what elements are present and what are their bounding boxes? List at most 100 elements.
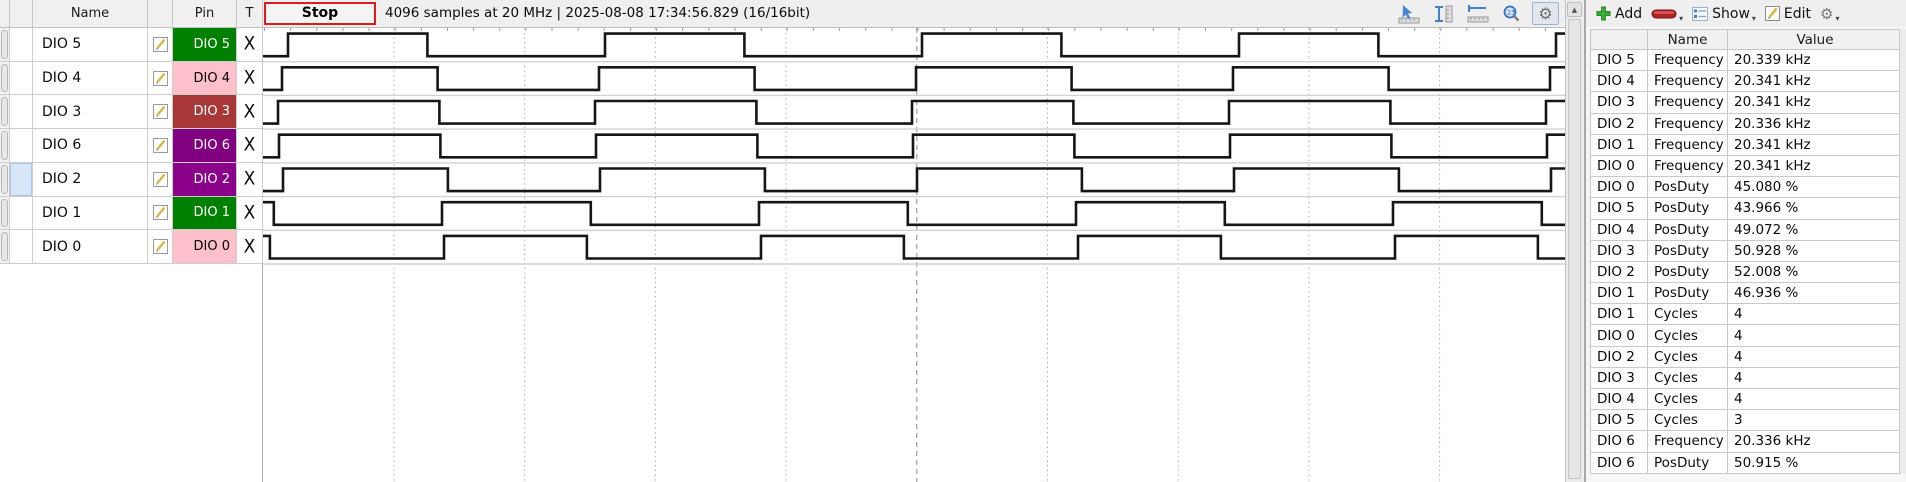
add-measurement-button[interactable]: Add [1596, 6, 1642, 22]
row-grip[interactable] [0, 196, 10, 230]
trigger-cell[interactable]: X [237, 95, 263, 129]
measurement-row[interactable]: DIO 1 PosDuty 46.936 % [1590, 283, 1901, 305]
vertical-cursor-icon[interactable] [1430, 2, 1457, 25]
row-grip[interactable] [0, 162, 10, 196]
row-grip[interactable] [0, 129, 10, 162]
measurement-row[interactable]: DIO 1 Cycles 4 [1590, 304, 1901, 326]
note-icon[interactable] [148, 196, 173, 230]
chevron-down-icon[interactable]: ▾ [1679, 13, 1684, 23]
edit-measurements-button[interactable]: Edit [1764, 6, 1811, 22]
horizontal-cursor-icon[interactable] [1464, 2, 1491, 25]
trigger-cell[interactable]: X [237, 230, 263, 263]
zoom-icon[interactable]: 23 [1498, 2, 1525, 25]
row-select-cell[interactable] [10, 28, 33, 61]
pin-badge[interactable]: DIO 3 [173, 95, 237, 129]
measurement-row[interactable]: DIO 4 Cycles 4 [1590, 389, 1901, 411]
row-select-cell[interactable] [10, 95, 33, 129]
pin-badge[interactable]: DIO 0 [173, 230, 237, 263]
row-grip[interactable] [0, 61, 10, 95]
channel-name[interactable]: DIO 5 [33, 28, 148, 61]
measurement-row[interactable]: DIO 3 Cycles 4 [1590, 367, 1901, 389]
measurements-options-button[interactable]: ⚙ ▾ [1820, 5, 1839, 23]
channel-name[interactable]: DIO 1 [33, 196, 148, 230]
channel-name[interactable]: DIO 2 [33, 162, 148, 196]
col-value[interactable]: Value [1796, 31, 1834, 48]
channel-row: DIO 4 DIO 4 X [0, 61, 263, 96]
measurement-row[interactable]: DIO 0 Cycles 4 [1590, 325, 1901, 347]
col-channel[interactable] [1591, 30, 1648, 49]
measurement-row[interactable]: DIO 2 PosDuty 52.008 % [1590, 261, 1901, 284]
pin-badge[interactable]: DIO 5 [173, 28, 237, 61]
header-name[interactable]: Name [33, 0, 148, 27]
chevron-down-icon[interactable]: ▾ [1835, 13, 1840, 23]
measurement-name: PosDuty [1648, 283, 1728, 304]
pin-badge[interactable]: DIO 2 [173, 162, 237, 196]
row-grip[interactable] [0, 95, 10, 129]
row-select-cell[interactable] [10, 61, 33, 95]
measurement-row[interactable]: DIO 3 Frequency 20.341 kHz [1590, 92, 1901, 114]
measurement-value: 4 [1734, 391, 1743, 408]
note-icon[interactable] [148, 230, 173, 263]
measurement-row[interactable]: DIO 3 PosDuty 50.928 % [1590, 240, 1901, 262]
header-trigger[interactable]: T [237, 0, 263, 27]
measurement-row[interactable]: DIO 5 PosDuty 43.966 % [1590, 198, 1901, 220]
measurement-row[interactable]: DIO 6 PosDuty 50.915 % [1590, 452, 1901, 474]
measurement-row[interactable]: DIO 0 Frequency 20.341 kHz [1590, 155, 1901, 178]
row-grip[interactable] [0, 28, 10, 61]
note-icon[interactable] [148, 61, 173, 95]
note-icon[interactable] [148, 162, 173, 196]
show-menu-button[interactable]: Show ▾ [1692, 5, 1756, 23]
channel-name[interactable]: DIO 6 [33, 129, 148, 162]
pin-badge[interactable]: DIO 4 [173, 61, 237, 95]
measurement-row[interactable]: DIO 2 Frequency 20.336 kHz [1590, 113, 1901, 135]
row-grip[interactable] [0, 230, 10, 263]
channel-rows: DIO 5 DIO 5 X DIO 4 DIO 4 X DIO 3 [0, 28, 263, 264]
measurement-name: Frequency [1648, 92, 1728, 113]
row-select-cell[interactable] [10, 196, 33, 230]
measurement-row[interactable]: DIO 4 Frequency 20.341 kHz [1590, 71, 1901, 93]
measurement-row[interactable]: DIO 4 PosDuty 49.072 % [1590, 219, 1901, 241]
measurement-row[interactable]: DIO 0 PosDuty 45.080 % [1590, 177, 1901, 199]
header-pin[interactable]: Pin [173, 0, 237, 27]
trigger-cell[interactable]: X [237, 196, 263, 230]
scroll-up-button[interactable]: ▲ [1567, 2, 1582, 17]
measurement-row[interactable]: DIO 6 Frequency 20.336 kHz [1590, 431, 1901, 453]
measurement-value: 52.008 % [1734, 263, 1799, 280]
channel-name[interactable]: DIO 0 [33, 230, 148, 263]
note-icon[interactable] [148, 129, 173, 162]
measurement-row[interactable]: DIO 2 Cycles 4 [1590, 346, 1901, 368]
waveform-plot[interactable] [263, 28, 1565, 482]
waveform-scrollbar[interactable]: ▲ [1565, 0, 1583, 482]
stop-button[interactable]: Stop [264, 2, 376, 25]
measurement-name: Frequency [1648, 113, 1728, 134]
plot-settings-gear-icon[interactable]: ⚙ [1532, 2, 1559, 25]
measurement-row[interactable]: DIO 5 Frequency 20.339 kHz [1590, 50, 1901, 72]
measurement-row[interactable]: DIO 5 Cycles 3 [1590, 410, 1901, 432]
row-select-cell[interactable] [10, 162, 33, 196]
measurement-row[interactable]: DIO 1 Frequency 20.341 kHz [1590, 134, 1901, 156]
measurements-scrollbar[interactable] [1899, 29, 1906, 474]
col-name[interactable]: Name [1648, 30, 1728, 49]
note-icon[interactable] [148, 28, 173, 61]
row-select-cell[interactable] [10, 230, 33, 263]
measurement-value: 49.072 % [1734, 221, 1799, 238]
scroll-thumb[interactable] [1568, 19, 1581, 479]
measure-cursor-icon[interactable] [1396, 2, 1423, 25]
pin-badge[interactable]: DIO 6 [173, 129, 237, 162]
channel-name[interactable]: DIO 4 [33, 61, 148, 95]
measurement-channel: DIO 4 [1591, 389, 1648, 410]
row-select-cell[interactable] [10, 129, 33, 162]
channel-name[interactable]: DIO 3 [33, 95, 148, 129]
measurement-value: 50.915 % [1734, 454, 1799, 471]
signal-trace-dio-6 [263, 133, 1565, 159]
note-icon[interactable] [148, 95, 173, 129]
plus-icon [1596, 6, 1611, 21]
trigger-cell[interactable]: X [237, 61, 263, 95]
pin-badge[interactable]: DIO 1 [173, 196, 237, 230]
measurement-value: 4 [1734, 369, 1743, 386]
trigger-cell[interactable]: X [237, 129, 263, 162]
trigger-cell[interactable]: X [237, 28, 263, 61]
trigger-cell[interactable]: X [237, 162, 263, 196]
remove-measurement-button[interactable]: ▾ [1651, 5, 1683, 23]
chevron-down-icon[interactable]: ▾ [1751, 13, 1756, 23]
